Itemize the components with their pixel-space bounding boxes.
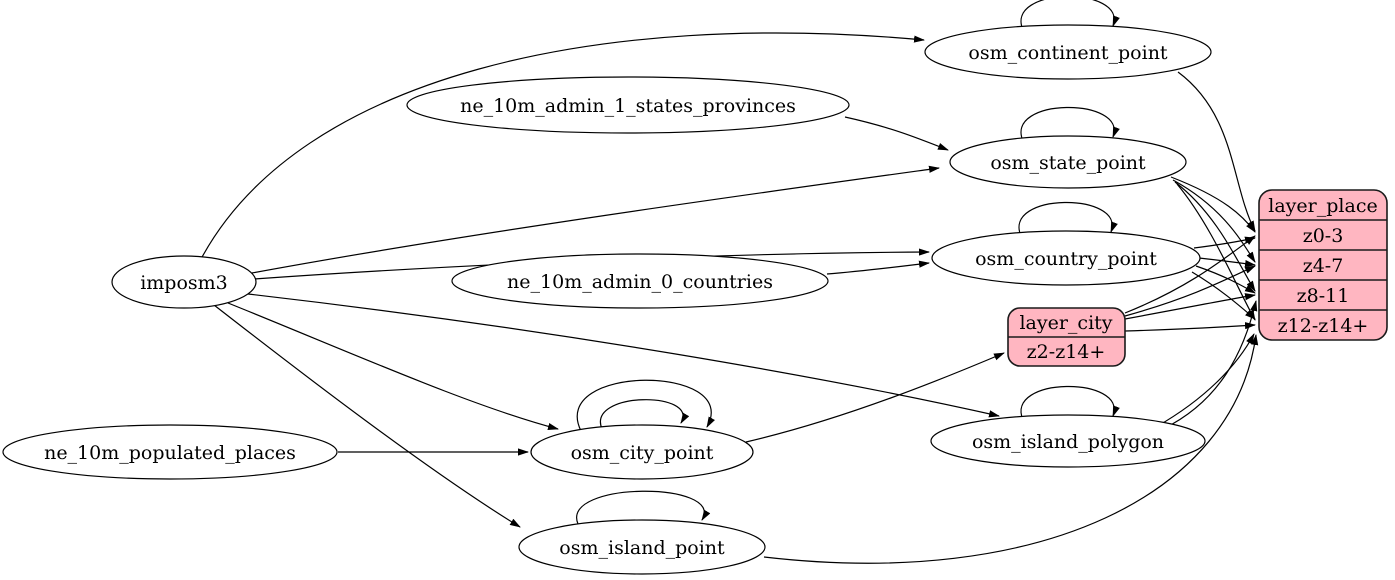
layer-city-title: layer_city (1019, 312, 1112, 334)
edge-osm_country_point-layer_place-z8-11 (1195, 265, 1256, 294)
osm-country-point-label: osm_country_point (975, 248, 1157, 270)
edge-osm_island_polygon-layer_place-z8-11 (1162, 300, 1258, 430)
osm-continent-point-label: osm_continent_point (968, 42, 1168, 64)
edge-self-osm_country_point (1018, 201, 1118, 237)
node-imposm3: imposm3 (111, 255, 257, 309)
osm-city-point-label: osm_city_point (571, 442, 714, 464)
edge-imposm3-osm_island_polygon (247, 293, 1000, 418)
edge-self-osm_city_point-1 (599, 399, 690, 430)
edge-layer_city-layer_place-z12 (1124, 322, 1256, 332)
edge-osm_city_point-layer_city-z2 (745, 352, 1005, 443)
edge-osm_country_point-layer_place-z4-7 (1198, 257, 1256, 268)
osm-continent-point-shape (924, 24, 1212, 80)
ne-10m-admin-0-countries-shape (451, 253, 829, 309)
ne-10m-admin-1-states-provinces-shape (406, 76, 850, 134)
edge-self-osm_state_point (1020, 106, 1120, 142)
edge-self-osm_island_point (576, 490, 711, 525)
edge-ne_10m_admin_0_countries-osm_country_point (826, 260, 930, 275)
layer-place-title: layer_place (1268, 195, 1377, 217)
edge-imposm3-osm_island_point (213, 304, 521, 528)
layer-place-row-z12-z14: z12-z14+ (1278, 315, 1369, 337)
edge-osm_state_point-layer_place-z4-7 (1172, 179, 1256, 263)
edge-osm_country_point-layer_place-z12 (1191, 271, 1256, 320)
edge-self-osm_continent_point (1020, 0, 1120, 31)
edge-osm_country_point-layer_place-z0-3 (1193, 236, 1256, 249)
osm-state-point-label: osm_state_point (990, 152, 1146, 174)
edge-layer_city-layer_place-z4-7 (1124, 265, 1256, 317)
layer-place-box (1258, 189, 1388, 341)
node-layer-city: layer_city z2-z14+ (1007, 307, 1126, 367)
edge-osm_continent_point-layer_place-z0-3 (1177, 71, 1256, 232)
edge-osm_state_point-layer_place-z8-11 (1174, 181, 1256, 292)
osm-country-point-shape (931, 230, 1201, 286)
edge-osm_state_point-layer_place-z12 (1176, 183, 1256, 321)
node-osm-country-point: osm_country_point (931, 230, 1201, 286)
osm-island-point-label: osm_island_point (559, 537, 725, 559)
edge-imposm3-osm_state_point (251, 165, 940, 274)
node-osm-island-point: osm_island_point (518, 519, 766, 575)
edge-ne_10m_admin_1_states_provinces-osm_state_point (844, 116, 949, 151)
edge-layer_city-layer_place-z8-11 (1124, 293, 1256, 320)
layer-place-row-z8-11: z8-11 (1297, 285, 1350, 307)
osm-island-polygon-label: osm_island_polygon (972, 431, 1164, 453)
edge-self-osm_island_polygon (1020, 385, 1120, 421)
node-osm-city-point: osm_city_point (530, 424, 754, 480)
osm-city-point-shape (530, 424, 754, 480)
ne-10m-admin-0-countries-label: ne_10m_admin_0_countries (507, 271, 773, 293)
edge-osm_state_point-layer_place-z0-3 (1170, 176, 1256, 233)
layer-city-row-z2-z14: z2-z14+ (1027, 341, 1106, 363)
imposm3-shape (111, 255, 257, 309)
osm-state-point-shape (949, 135, 1187, 189)
osm-island-point-shape (518, 519, 766, 575)
edge-layer_city-layer_place-z0-3 (1124, 235, 1256, 314)
layer-place-row-z4-7: z4-7 (1303, 255, 1344, 277)
node-ne-10m-populated-places: ne_10m_populated_places (2, 424, 338, 480)
ne-10m-populated-places-shape (2, 424, 338, 480)
edge-osm_island_polygon-layer_place-z12 (1155, 333, 1255, 428)
node-layer-place: layer_place z0-3 z4-7 z8-11 z12-z14+ (1258, 189, 1388, 341)
edge-osm_island_point-layer_place-z12 (763, 334, 1259, 564)
node-ne-10m-admin-0-countries: ne_10m_admin_0_countries (451, 253, 829, 309)
edge-imposm3-osm_city_point (227, 302, 559, 430)
ne-10m-populated-places-label: ne_10m_populated_places (44, 442, 296, 464)
edges-layer (200, 0, 1259, 564)
osm-island-polygon-shape (930, 414, 1206, 468)
node-osm-continent-point: osm_continent_point (924, 24, 1212, 80)
node-osm-state-point: osm_state_point (949, 135, 1187, 189)
node-ne-10m-admin-1-states-provinces: ne_10m_admin_1_states_provinces (406, 76, 850, 134)
imposm3-label: imposm3 (140, 272, 228, 294)
ne-10m-admin-1-states-provinces-label: ne_10m_admin_1_states_provinces (460, 95, 796, 117)
edge-self-osm_city_point-2 (576, 379, 715, 432)
edge-imposm3-osm_continent_point (200, 32, 925, 260)
node-osm-island-polygon: osm_island_polygon (930, 414, 1206, 468)
layer-place-row-z0-3: z0-3 (1303, 225, 1344, 247)
